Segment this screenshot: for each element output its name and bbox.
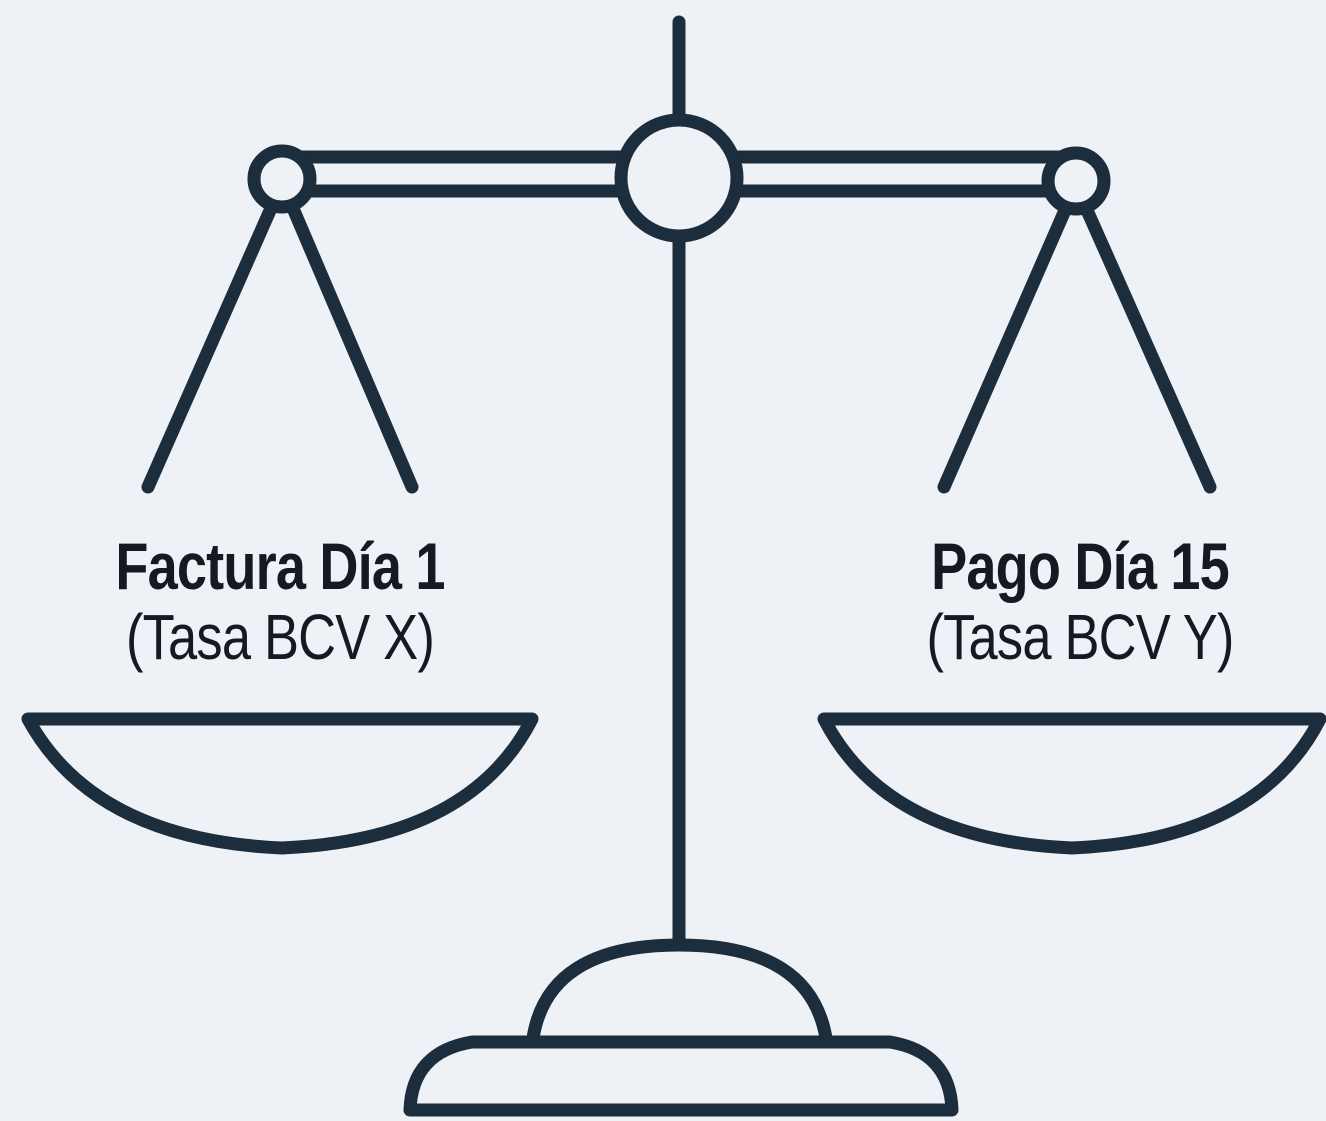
scale-right-ring — [1041, 146, 1111, 216]
scale-right-pan — [817, 712, 1326, 855]
scale-left-string-a — [141, 199, 279, 494]
right-pan-subtitle: (Tasa BCV Y) — [926, 601, 1234, 673]
scale-base-dome — [526, 938, 833, 1045]
right-pan-title: Pago Día 15 — [931, 529, 1230, 603]
scale-left-pan — [21, 712, 539, 855]
right-pan-label: Pago Día 15 (Tasa BCV Y) — [830, 530, 1326, 672]
left-pan-subtitle: (Tasa BCV X) — [125, 601, 435, 673]
scale-left-string-b — [285, 199, 419, 494]
scale-right-string-a — [937, 201, 1073, 494]
scale-right-string-b — [1079, 201, 1217, 494]
scale-left-ring — [247, 144, 317, 214]
left-pan-label: Factura Día 1 (Tasa BCV X) — [30, 530, 530, 672]
scale-pivot — [614, 113, 744, 243]
left-pan-title: Factura Día 1 — [115, 529, 445, 603]
scale-base-plate — [403, 1035, 959, 1117]
